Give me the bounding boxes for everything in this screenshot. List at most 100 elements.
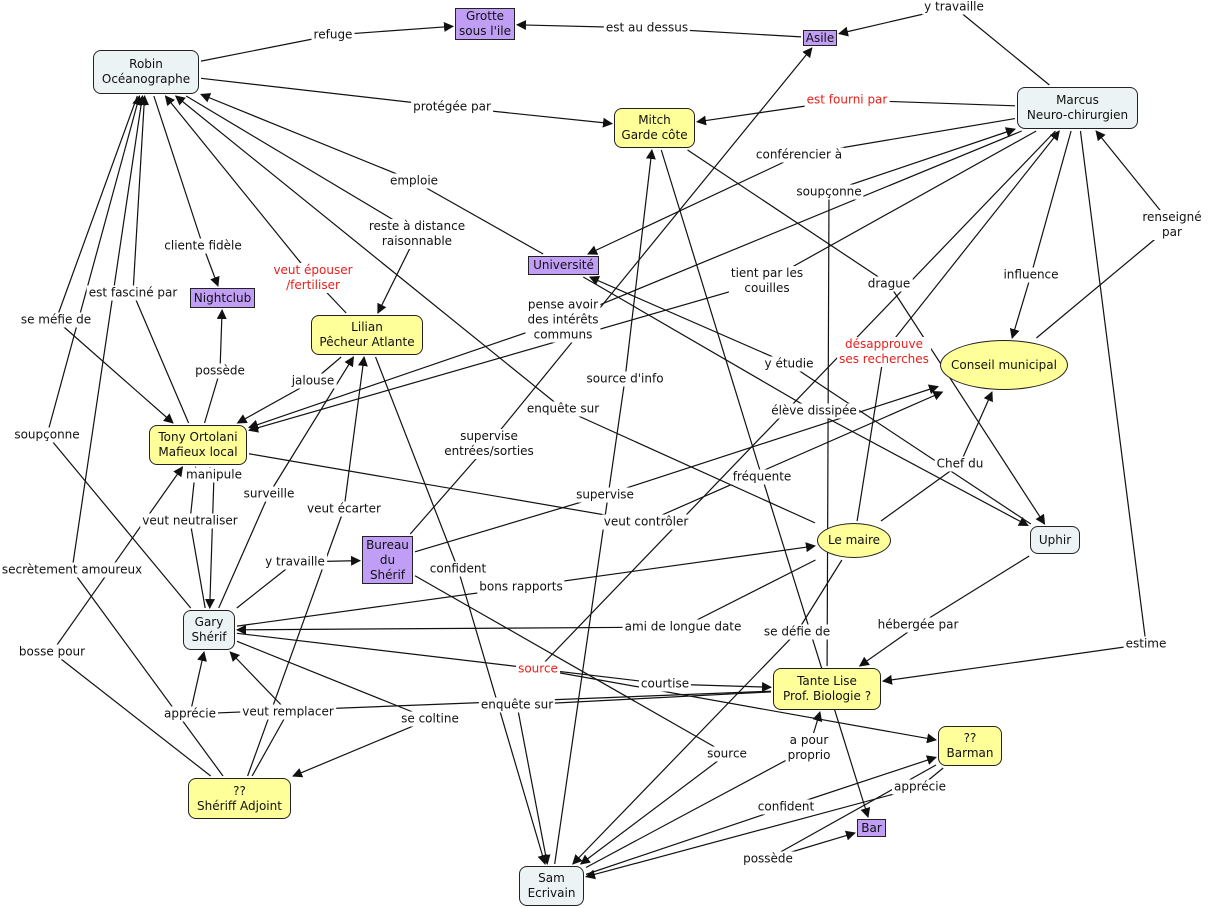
link-arrow bbox=[520, 542, 816, 588]
link-label: bosse pour bbox=[16, 644, 88, 660]
node-asile[interactable]: Asile bbox=[803, 30, 837, 46]
link-arrow bbox=[343, 356, 368, 510]
link-line-in bbox=[51, 651, 212, 777]
link-arrow bbox=[813, 410, 1029, 527]
node-barman[interactable]: ?? Barman bbox=[938, 726, 1002, 766]
link-line-in bbox=[562, 408, 816, 524]
link-arrow bbox=[761, 476, 871, 818]
link-label: y travaille bbox=[922, 0, 986, 15]
link-line-in bbox=[153, 95, 204, 247]
node-universite[interactable]: Université bbox=[528, 256, 599, 275]
link-line-in bbox=[687, 149, 890, 285]
link-line-in bbox=[132, 292, 190, 424]
link-arrow bbox=[588, 276, 790, 365]
link-arrow bbox=[164, 95, 314, 279]
node-label: Marcus Neuro-chirurgien bbox=[1026, 93, 1129, 122]
link-line-in bbox=[585, 806, 787, 875]
link-arrow bbox=[572, 631, 798, 865]
link-line-in bbox=[46, 434, 192, 609]
link-label: se coltine bbox=[399, 711, 461, 727]
link-arrow bbox=[189, 651, 207, 715]
link-arrow bbox=[579, 753, 728, 865]
node-nightclub[interactable]: Nightclub bbox=[190, 288, 255, 308]
link-arrow bbox=[248, 319, 564, 430]
node-bureau[interactable]: Bureau du Shérif bbox=[362, 536, 413, 584]
node-conseil[interactable]: Conseil municipal bbox=[940, 340, 1068, 390]
link-line-in bbox=[236, 586, 522, 627]
link-line-in bbox=[409, 443, 490, 535]
link-line-in bbox=[218, 493, 270, 609]
node-label: Bureau du Shérif bbox=[366, 537, 409, 582]
node-gary[interactable]: Gary Shérif bbox=[183, 610, 235, 650]
node-grotte[interactable]: Grotte sous l'ile bbox=[455, 8, 515, 40]
node-label: Conseil municipal bbox=[951, 357, 1057, 372]
link-line-in bbox=[826, 191, 830, 667]
link-line-in bbox=[189, 520, 206, 609]
link-arrow bbox=[1009, 274, 1032, 339]
link-arrow bbox=[229, 651, 289, 713]
link-arrow bbox=[71, 95, 147, 571]
link-arrow bbox=[132, 95, 150, 294]
link-label: source d'info bbox=[584, 371, 666, 387]
link-arrow bbox=[587, 154, 800, 255]
link-arrow bbox=[174, 95, 564, 410]
link-arrow bbox=[604, 384, 939, 496]
link-arrow bbox=[216, 309, 227, 372]
link-label: source bbox=[705, 746, 749, 762]
link-arrow bbox=[1095, 130, 1173, 226]
link-arrow bbox=[624, 149, 656, 380]
link-label: apprécie bbox=[892, 779, 948, 795]
link-line-in bbox=[200, 34, 334, 62]
link-label: soupçonne bbox=[794, 184, 864, 200]
node-marcus[interactable]: Marcus Neuro-chirurgien bbox=[1017, 87, 1138, 129]
link-line-in bbox=[554, 378, 626, 865]
node-lilian[interactable]: Lilian Pêcheur Atlante bbox=[311, 315, 423, 355]
link-arrow bbox=[959, 391, 993, 465]
link-label: jalouse bbox=[289, 373, 337, 389]
link-arrow bbox=[200, 93, 415, 182]
link-label: surveille bbox=[241, 486, 297, 502]
link-arrow bbox=[828, 127, 1016, 193]
link-label: y étudie bbox=[762, 356, 816, 372]
link-label: élève dissipée bbox=[769, 403, 859, 419]
node-adjoint[interactable]: ?? Shériff Adjoint bbox=[188, 778, 291, 819]
node-sam[interactable]: Sam Ecrivain bbox=[519, 866, 584, 906]
link-label: veut épouser /fertiliser bbox=[271, 263, 355, 293]
link-arrow bbox=[537, 668, 937, 744]
link-label: a pour proprio bbox=[785, 733, 833, 763]
link-label: influence bbox=[1001, 267, 1061, 283]
link-label: désapprouve ses recherches bbox=[837, 337, 931, 367]
link-label: veut contrôler bbox=[601, 514, 691, 530]
link-label: est au dessus bbox=[603, 20, 691, 36]
node-robin[interactable]: Robin Océanographe bbox=[93, 50, 199, 94]
link-line-in bbox=[917, 555, 1030, 626]
node-tony[interactable]: Tony Ortolani Mafieux local bbox=[149, 425, 247, 465]
link-label: estime bbox=[1123, 636, 1169, 652]
node-uphir[interactable]: Uphir bbox=[1030, 526, 1080, 554]
link-line-in bbox=[660, 149, 763, 478]
link-arrow bbox=[785, 755, 937, 808]
node-maire[interactable]: Le maire bbox=[817, 523, 891, 558]
node-lise[interactable]: Tante Lise Prof. Biologie ? bbox=[773, 668, 881, 710]
link-label: drague bbox=[865, 276, 913, 292]
link-line-in bbox=[247, 508, 345, 777]
link-label: conférencier à bbox=[753, 147, 845, 163]
link-line-in bbox=[880, 463, 961, 522]
link-label: courtise bbox=[638, 676, 692, 692]
link-line-in bbox=[248, 453, 647, 523]
link-label: se défie de bbox=[761, 624, 833, 640]
link-label: reste à distance raisonnable bbox=[366, 219, 468, 249]
link-label: enquête sur bbox=[478, 697, 556, 713]
link-label: Chef du bbox=[934, 456, 986, 472]
link-label: possède bbox=[741, 851, 795, 867]
link-line-in bbox=[562, 130, 1022, 321]
node-mitch[interactable]: Mitch Garde côte bbox=[614, 108, 695, 148]
link-line-in bbox=[236, 640, 431, 720]
link-line-in bbox=[1079, 130, 1147, 645]
link-arrow bbox=[46, 95, 142, 436]
link-label: est fasciné par bbox=[86, 285, 180, 301]
link-arrow bbox=[645, 391, 944, 523]
link-arrow bbox=[268, 356, 354, 495]
node-label: Lilian Pêcheur Atlante bbox=[319, 320, 415, 349]
node-bar[interactable]: Bar bbox=[857, 819, 886, 837]
